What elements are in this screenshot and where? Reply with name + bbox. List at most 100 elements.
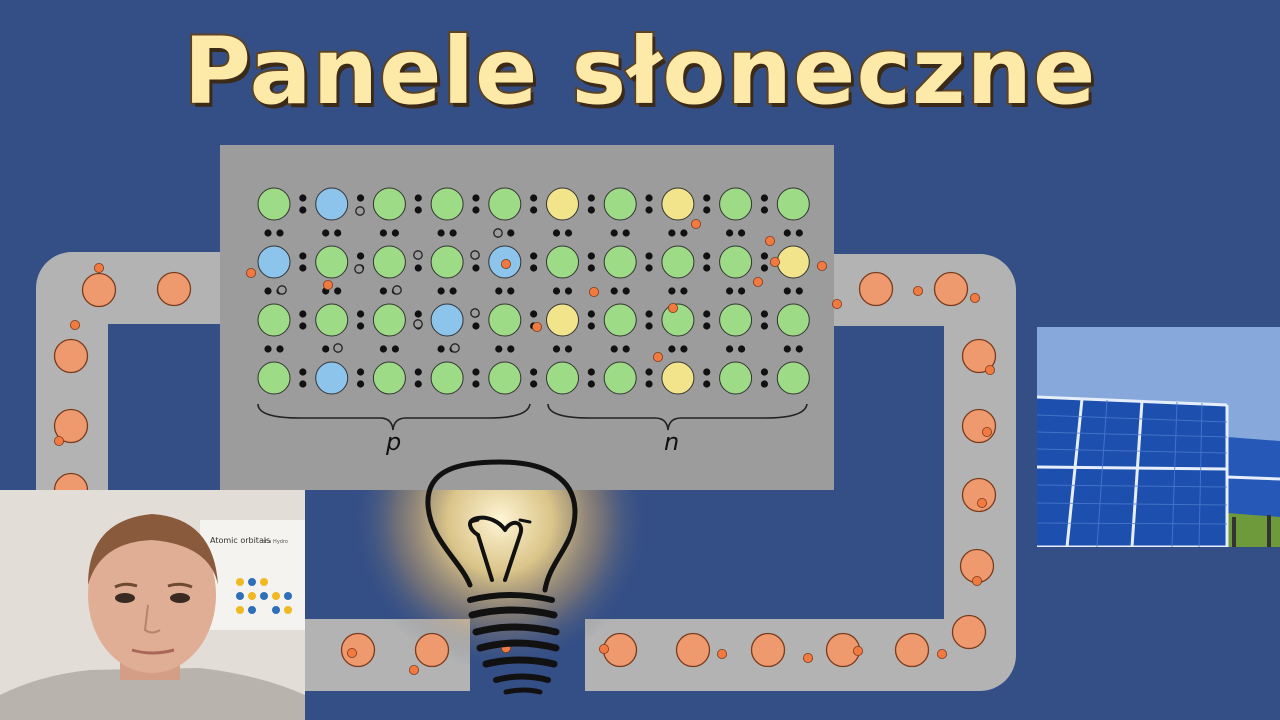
bond-electron: [703, 380, 711, 388]
bond-electron: [760, 264, 769, 272]
free-electron: [156, 271, 192, 307]
bond-electron: [472, 194, 480, 202]
bond-electron: [738, 345, 746, 353]
bond-electron: [680, 229, 688, 237]
bond-electron: [299, 380, 307, 388]
hole: [277, 285, 287, 295]
bond-electron: [334, 229, 342, 237]
hole: [333, 343, 343, 353]
bond-electron: [391, 229, 399, 237]
electron-dot: [653, 351, 664, 362]
bond-electron: [299, 206, 307, 214]
bond-electron: [495, 345, 503, 353]
silicon-atom: [603, 361, 637, 395]
electron-dot: [832, 298, 843, 309]
hole: [392, 285, 402, 295]
bond-electron: [783, 345, 791, 353]
bond-electron: [668, 287, 676, 295]
bond-electron: [783, 229, 791, 237]
bond-electron: [587, 322, 595, 330]
bond-electron: [472, 380, 480, 388]
bond-electron: [668, 345, 676, 353]
bond-electron: [356, 310, 365, 318]
silicon-atom: [488, 303, 522, 337]
bond-electron: [760, 380, 769, 388]
free-electron: [894, 632, 930, 668]
bond-electron: [264, 345, 272, 353]
p-label: p: [385, 428, 401, 456]
bond-electron: [587, 206, 595, 214]
bond-electron: [760, 252, 769, 260]
bond-electron: [552, 345, 561, 353]
silicon-atom: [776, 187, 810, 221]
poster-subtitle: of a Hydro: [262, 539, 288, 545]
presenter-webcam: Atomic orbitals of a Hydro: [0, 490, 305, 720]
bond-electron: [356, 322, 365, 330]
bond-electron: [379, 229, 387, 237]
electron-dot: [70, 319, 81, 330]
bond-electron: [414, 206, 422, 214]
free-electron: [414, 632, 450, 668]
free-electron: [53, 338, 89, 374]
silicon-atom: [603, 187, 637, 221]
silicon-atom: [546, 361, 579, 395]
hole: [354, 264, 364, 274]
electron-dot: [589, 286, 600, 297]
silicon-atom: [315, 245, 349, 279]
bond-electron: [760, 368, 769, 376]
orbital-shapes: [236, 578, 292, 614]
bond-electron: [472, 322, 480, 330]
phosphorus-atom: [661, 361, 695, 395]
electron-dot: [982, 426, 993, 437]
bond-electron: [379, 287, 387, 295]
bond-electron: [703, 322, 711, 330]
hole: [355, 206, 365, 216]
bond-electron: [564, 229, 573, 237]
orbitals-poster: Atomic orbitals of a Hydro: [200, 520, 305, 630]
silicon-atom: [776, 303, 810, 337]
bond-electron: [437, 345, 445, 353]
silicon-atom: [372, 245, 406, 279]
bond-electron: [587, 194, 595, 202]
bond-electron: [564, 287, 573, 295]
bond-electron: [783, 287, 791, 295]
electron-dot: [500, 258, 511, 269]
silicon-atom: [315, 303, 349, 337]
bond-electron: [552, 287, 561, 295]
bond-electron: [356, 194, 365, 202]
bond-electron: [449, 229, 457, 237]
video-title: Panele słoneczne: [182, 16, 1098, 127]
phosphorus-atom: [661, 187, 695, 221]
bond-electron: [299, 264, 307, 272]
hole: [493, 228, 503, 238]
electron-dot: [770, 256, 781, 267]
silicon-atom: [257, 187, 291, 221]
hole: [470, 308, 480, 318]
silicon-atom: [776, 361, 810, 395]
bond-electron: [530, 310, 538, 318]
holes: [277, 206, 503, 353]
electron-dot: [322, 279, 333, 290]
electron-dot: [753, 276, 764, 287]
bond-electron: [564, 345, 573, 353]
presenter-person: [0, 514, 305, 720]
bond-electron: [379, 345, 387, 353]
bond-electron: [645, 206, 653, 214]
bond-electron: [276, 229, 284, 237]
free-electron: [81, 272, 117, 308]
bond-electron: [552, 229, 561, 237]
bond-electron: [414, 368, 422, 376]
bond-electron: [622, 287, 630, 295]
bond-electron: [622, 345, 630, 353]
bond-electron: [680, 287, 688, 295]
silicon-atom: [430, 361, 464, 395]
bond-electron: [587, 368, 595, 376]
free-electron: [961, 408, 997, 444]
bond-electron: [322, 345, 330, 353]
bond-electron: [738, 229, 746, 237]
light-bulb-icon: [425, 459, 578, 695]
bond-electron: [507, 345, 515, 353]
bond-electron: [703, 264, 711, 272]
bond-electron: [414, 310, 422, 318]
